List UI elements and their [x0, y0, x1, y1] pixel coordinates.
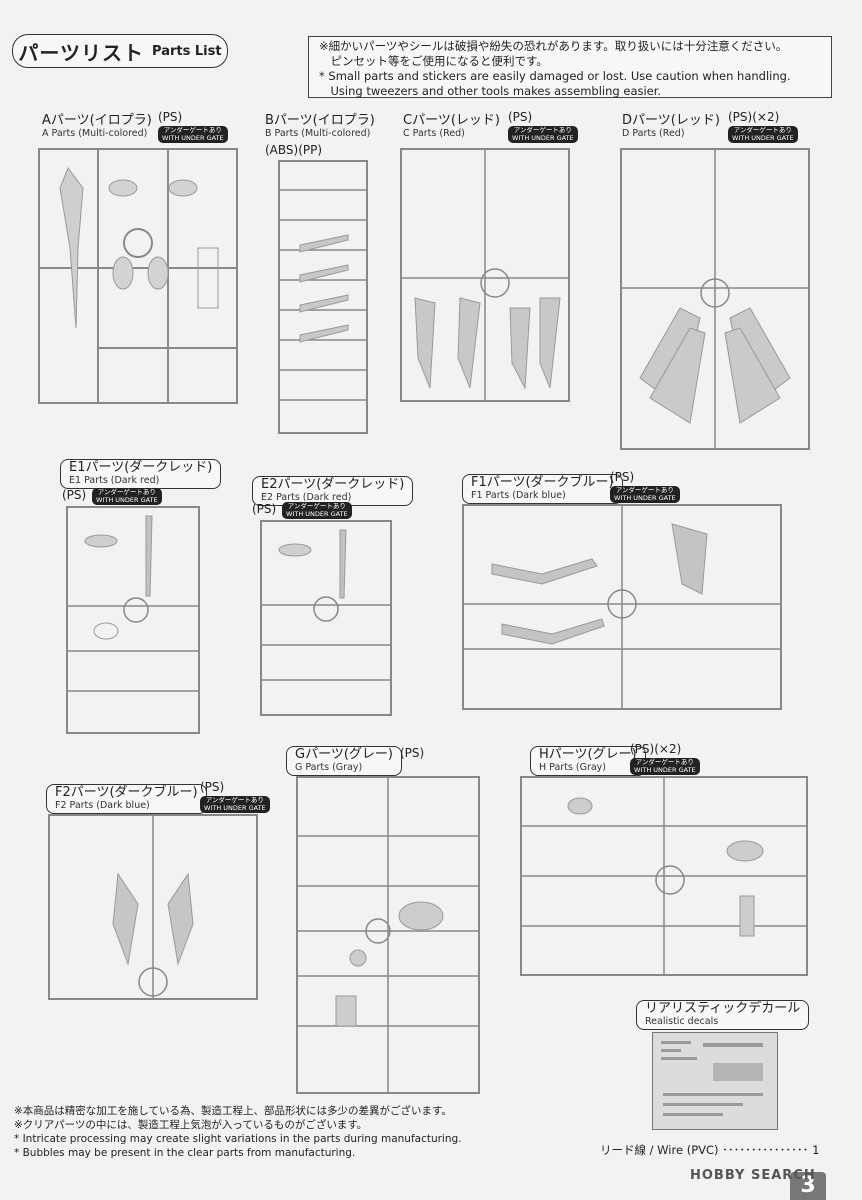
f1-parts-illustration: [462, 504, 782, 710]
a-parts-material: (PS): [158, 110, 183, 124]
f2-parts-illustration: [112, 814, 194, 1000]
a-parts-illustration: [38, 148, 238, 404]
page-number: 3: [790, 1172, 826, 1200]
h-parts-label: Hパーツ(グレー) H Parts (Gray): [530, 746, 646, 776]
d-parts-illustration: [620, 148, 810, 450]
footer-line: ※クリアパーツの中には、製造工程上気泡が入っているものがございます。: [14, 1119, 368, 1131]
g-parts-illustration: [296, 776, 480, 1094]
decal-label: リアリスティックデカール Realistic decals: [636, 1000, 810, 1030]
d-parts-label: Dパーツ(レッド) D Parts (Red): [622, 113, 720, 139]
c-parts-material: (PS): [508, 110, 533, 124]
notice-line: ピンセット等をご使用になると便利です。: [319, 54, 548, 68]
b-parts-illustration: [278, 189, 368, 401]
footer-notes: ※本商品は精密な加工を施している為、製造工程上、部品形状には多少の差異がございま…: [14, 1104, 462, 1160]
e1-parts-sprue: [66, 506, 200, 734]
f1-parts-label: F1パーツ(ダークブルー) F1 Parts (Dark blue): [462, 474, 623, 504]
b-parts-sprue: [278, 160, 368, 434]
handling-notice: ※細かいパーツやシールは破損や紛失の恐れがあります。取り扱いには十分注意ください…: [308, 36, 832, 98]
c-parts-illustration: [400, 148, 570, 402]
b-parts-label: Bパーツ(イロプラ) B Parts (Multi-colored): [265, 113, 375, 139]
decal-sheet-illustration: [661, 1041, 763, 1116]
wire-parts-line: リード線 / Wire (PVC) ･･･････････････ 1: [600, 1143, 820, 1157]
h-parts-illustration: [520, 776, 808, 976]
g-parts-material: (PS): [400, 746, 425, 760]
d-parts-material: (PS)(×2): [728, 110, 780, 124]
footer-line: * Intricate processing may create slight…: [14, 1133, 462, 1145]
notice-line: Using tweezers and other tools makes ass…: [319, 84, 662, 98]
title-jp: パーツリスト: [18, 40, 145, 65]
h-parts-material: (PS)(×2): [630, 742, 682, 756]
parts-list-title: パーツリスト Parts List: [12, 34, 228, 68]
g-parts-label: Gパーツ(グレー) G Parts (Gray): [286, 746, 402, 776]
f2-parts-label: F2パーツ(ダークブルー) F2 Parts (Dark blue): [46, 784, 207, 814]
e2-parts-sprue: [260, 520, 392, 716]
f2-parts-material: (PS): [200, 780, 225, 794]
e2-parts-label: E2パーツ(ダークレッド) E2 Parts (Dark red): [252, 476, 414, 506]
e2-parts-material: (PS): [252, 502, 277, 516]
notice-line: * Small parts and stickers are easily da…: [319, 69, 791, 83]
e1-parts-label: E1パーツ(ダークレッド) E1 Parts (Dark red): [60, 459, 222, 489]
footer-line: ※本商品は精密な加工を施している為、製造工程上、部品形状には多少の差異がございま…: [14, 1105, 452, 1117]
b-parts-material: (ABS)(PP): [265, 143, 323, 157]
notice-line: ※細かいパーツやシールは破損や紛失の恐れがあります。取り扱いには十分注意ください…: [319, 39, 788, 53]
realistic-decal-sheet: [652, 1032, 778, 1130]
e1-parts-illustration: [66, 515, 200, 692]
footer-line: * Bubbles may be present in the clear pa…: [14, 1147, 356, 1159]
watermark-logo: HOBBY SEARCH: [690, 1168, 816, 1183]
e1-parts-material: (PS): [62, 488, 87, 502]
e2-parts-illustration: [260, 529, 392, 681]
c-parts-label: Cパーツ(レッド) C Parts (Red): [403, 113, 500, 139]
f1-parts-material: (PS): [610, 470, 635, 484]
a-parts-sprue: [38, 148, 238, 404]
title-en: Parts List: [152, 43, 222, 59]
a-parts-label: Aパーツ(イロプラ) A Parts (Multi-colored): [42, 113, 152, 139]
